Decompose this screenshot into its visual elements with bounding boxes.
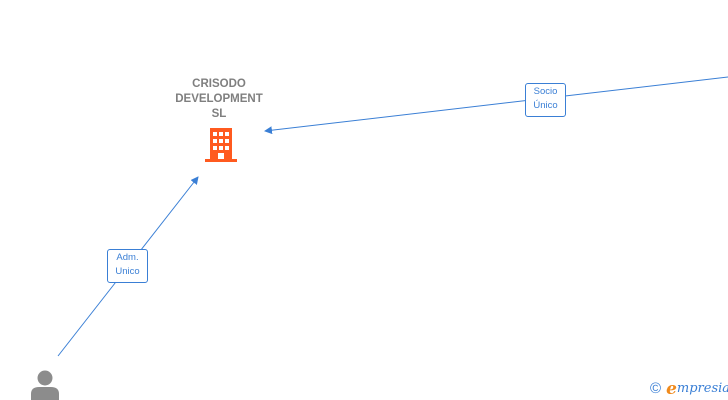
edge-label-adm-unico[interactable]: Adm. Unico [107, 249, 148, 283]
edge-socio-unico [264, 76, 728, 135]
company-name-line-3: SL [211, 108, 227, 120]
person-icon[interactable] [29, 369, 61, 400]
company-name-line-1: CRISODO [192, 78, 246, 90]
edge-label-socio-unico[interactable]: Socio Único [525, 83, 566, 117]
company-name[interactable]: CRISODO DEVELOPMENT SL [159, 77, 279, 122]
empresia-brand[interactable]: © e mpresia [650, 378, 728, 400]
brand-name: mpresia [676, 381, 728, 396]
brand-initial: e [666, 379, 677, 399]
edge-label-line-1: Adm. [116, 252, 139, 263]
edge-label-line-2: Único [533, 100, 558, 111]
edge-label-line-2: Unico [115, 266, 140, 277]
copyright-icon: © [650, 380, 662, 397]
company-name-line-2: DEVELOPMENT [175, 93, 263, 105]
building-icon[interactable] [204, 127, 238, 163]
edge-label-line-1: Socio [533, 86, 558, 97]
